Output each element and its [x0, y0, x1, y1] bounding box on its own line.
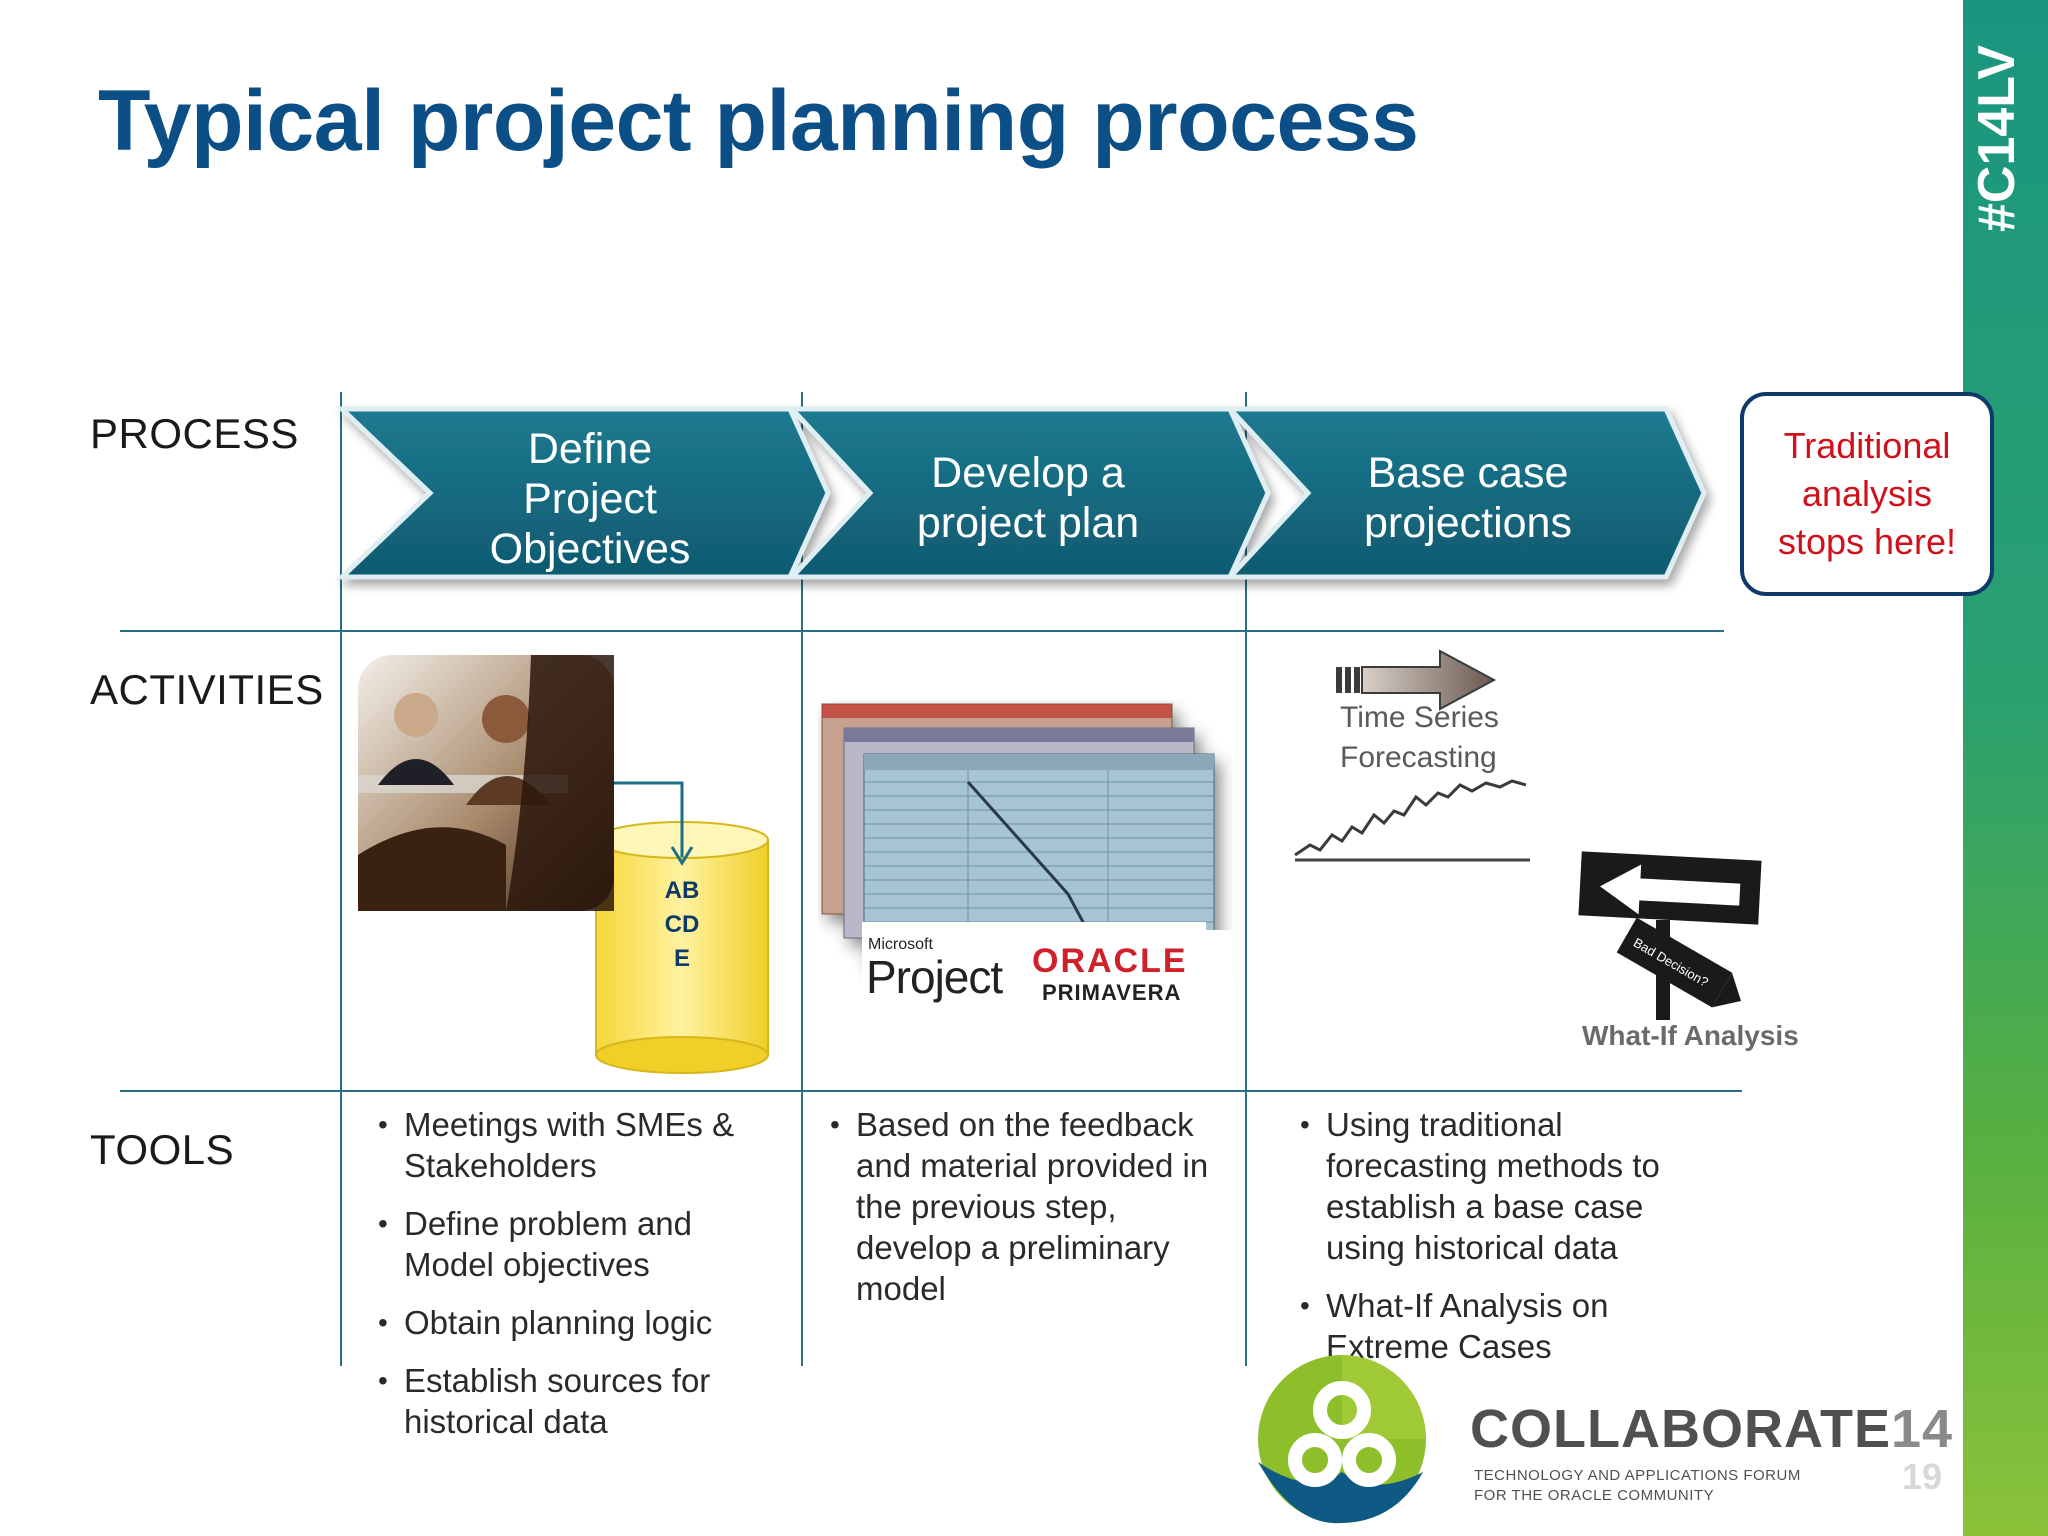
grid-line-top — [120, 630, 1724, 632]
what-if-sign-illustration: Bad Decision? — [1578, 851, 1762, 1020]
collaborate-logo-icon — [1258, 1355, 1426, 1524]
slide-title: Typical project planning process — [98, 73, 1419, 169]
tools-list-1: Meetings with SMEs & Stakeholders Define… — [378, 1104, 778, 1459]
microsoft-logo-text: Microsoft — [868, 936, 933, 953]
grid-divider-3 — [1245, 392, 1247, 1366]
time-series-illustration — [1294, 649, 1530, 862]
grid-divider-1 — [340, 392, 342, 1366]
trend-line — [1294, 779, 1527, 857]
row-label-tools: TOOLS — [90, 1126, 235, 1173]
primavera-logo-text: PRIMAVERA — [1042, 980, 1182, 1005]
tools-list-2: Based on the feedback and material provi… — [830, 1104, 1220, 1326]
list-item: Using traditional forecasting methods to… — [1300, 1104, 1690, 1268]
oracle-logo-text: ORACLE — [1032, 942, 1188, 980]
grid-divider-2 — [801, 392, 803, 1366]
meeting-photo — [358, 655, 614, 911]
right-arrow-icon — [1336, 649, 1497, 711]
left-arrow-sign-icon — [1578, 851, 1762, 925]
list-item: Based on the feedback and material provi… — [830, 1104, 1220, 1309]
database-letters: AB CD E — [664, 877, 700, 972]
hashtag-sidebar: #C14LV — [1963, 0, 2048, 1536]
meeting-and-database-illustration — [358, 655, 769, 1074]
list-item: Establish sources for historical data — [378, 1360, 778, 1442]
chevron-step-3 — [1224, 406, 1707, 580]
row-label-process: PROCESS — [90, 410, 299, 457]
list-item: Obtain planning logic — [378, 1302, 778, 1343]
hashtag-label: #C14LV — [1968, 45, 2026, 232]
bad-decision-sign-icon: Bad Decision? — [1616, 917, 1742, 1008]
time-series-label: Time Series Forecasting — [1340, 701, 1499, 774]
project-logo-text: Project — [866, 951, 1003, 1003]
row-label-activities: ACTIVITIES — [90, 666, 324, 713]
list-item: Meetings with SMEs & Stakeholders — [378, 1104, 778, 1186]
page-number: 19 — [1902, 1456, 1943, 1497]
tools-list-3: Using traditional forecasting methods to… — [1300, 1104, 1690, 1384]
gantt-screenshot-stack — [821, 703, 1215, 1014]
collaborate-subtitle: TECHNOLOGY AND APPLICATIONS FORUM FOR TH… — [1474, 1467, 1801, 1504]
grid-line-bottom — [120, 1090, 1742, 1092]
process-chevrons — [335, 406, 1707, 580]
collaborate-wordmark: COLLABORATE14 — [1470, 1399, 1954, 1459]
software-logos: Microsoft Project ORACLE PRIMAVERA — [862, 930, 1232, 1010]
what-if-label: What-If Analysis — [1582, 1020, 1799, 1051]
connector-arrow — [614, 781, 684, 857]
list-item: Define problem and Model objectives — [378, 1203, 778, 1285]
